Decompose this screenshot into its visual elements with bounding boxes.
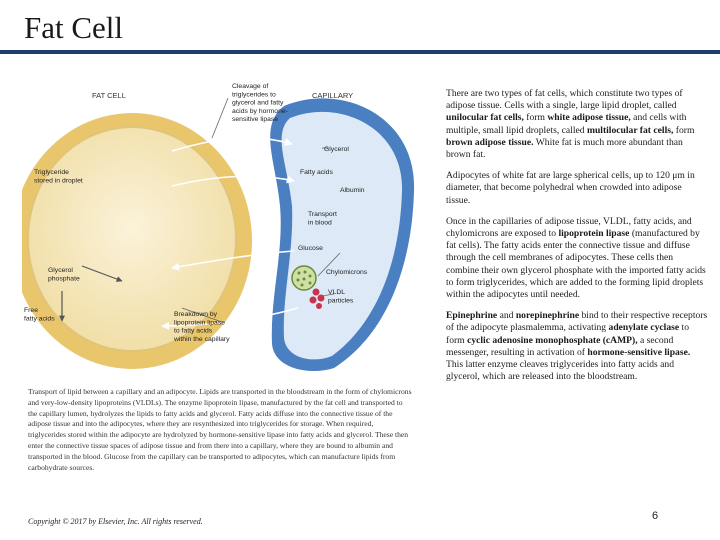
figure-caption: Transport of lipid between a capillary a… [28,387,412,473]
fatty-acids-label: Fatty acids [300,169,333,176]
cleavage-line: acids by hormone- [232,108,288,115]
paragraph-adipocyte-size: Adipocytes of white fat are large spheri… [446,170,708,207]
fat-cell-capillary-diagram: FAT CELL CAPILLARY Cleavage of triglycer… [22,76,442,376]
bold-term: cyclic adenosine monophosphate (cAMP), [467,335,638,346]
chylomicrons-label: Chylomicrons [326,269,368,276]
bold-term: hormone-sensitive lipase. [587,347,690,358]
transport-line: Transport [308,211,337,218]
cleavage-line: glycerol and fatty [232,100,284,107]
cleavage-line: Cleavage of [232,83,268,90]
glycerol-phosphate-line: Glycerol [48,267,73,274]
free-fatty-acids-line: fatty acids [24,315,55,322]
glycerol-label: Glycerol [324,146,349,153]
bold-term: Epinephrine [446,310,497,321]
breakdown-line: to fatty acids [174,328,213,335]
bold-term: brown adipose tissue. [446,137,534,148]
text-run: This latter enzyme cleaves triglycerides… [446,359,674,382]
bold-term: lipoprotein lipase [558,228,629,239]
page-title: Fat Cell [24,10,123,46]
copyright-notice: Copyright © 2017 by Elsevier, Inc. All r… [28,517,203,526]
transport-line: in blood [308,219,332,226]
cleavage-line: triglycerides to [232,91,276,98]
triglyceride-line: stored in droplet [34,177,83,184]
triglyceride-line: Triglyceride [34,169,69,176]
capillary-label: CAPILLARY [312,91,353,100]
page-number: 6 [652,510,658,522]
breakdown-line: within the capillary [173,336,230,343]
paragraph-lipoprotein-lipase: Once in the capillaries of adipose tissu… [446,216,708,301]
glycerol-phosphate-line: phosphate [48,275,80,282]
title-rule [0,50,720,54]
free-fatty-acids-line: Free [24,307,38,314]
paragraph-fat-cell-types: There are two types of fat cells, which … [446,88,708,161]
text-run: form [524,112,547,123]
bold-term: adenylate cyclase [609,322,680,333]
bold-term: white adipose tissue, [547,112,630,123]
text-run: form [673,125,694,136]
glucose-label: Glucose [298,245,323,252]
vldl-line: particles [328,297,354,304]
bold-term: multilocular fat cells, [587,125,673,136]
paragraph-hormone-sensitive-lipase: Epinephrine and norepinephrine bind to t… [446,310,708,383]
body-text: There are two types of fat cells, which … [446,88,708,392]
text-run: There are two types of fat cells, which … [446,88,683,111]
albumin-label: Albumin [340,187,365,194]
breakdown-line: Breakdown by [174,311,218,318]
text-run: and [497,310,516,321]
bold-term: unilocular fat cells, [446,112,524,123]
breakdown-line: lipoprotein lipase [174,319,225,326]
fat-cell-label: FAT CELL [92,91,126,100]
vldl-line: VLDL [328,289,345,296]
cleavage-line: sensitive lipase [232,116,278,123]
bold-term: norepinephrine [516,310,579,321]
